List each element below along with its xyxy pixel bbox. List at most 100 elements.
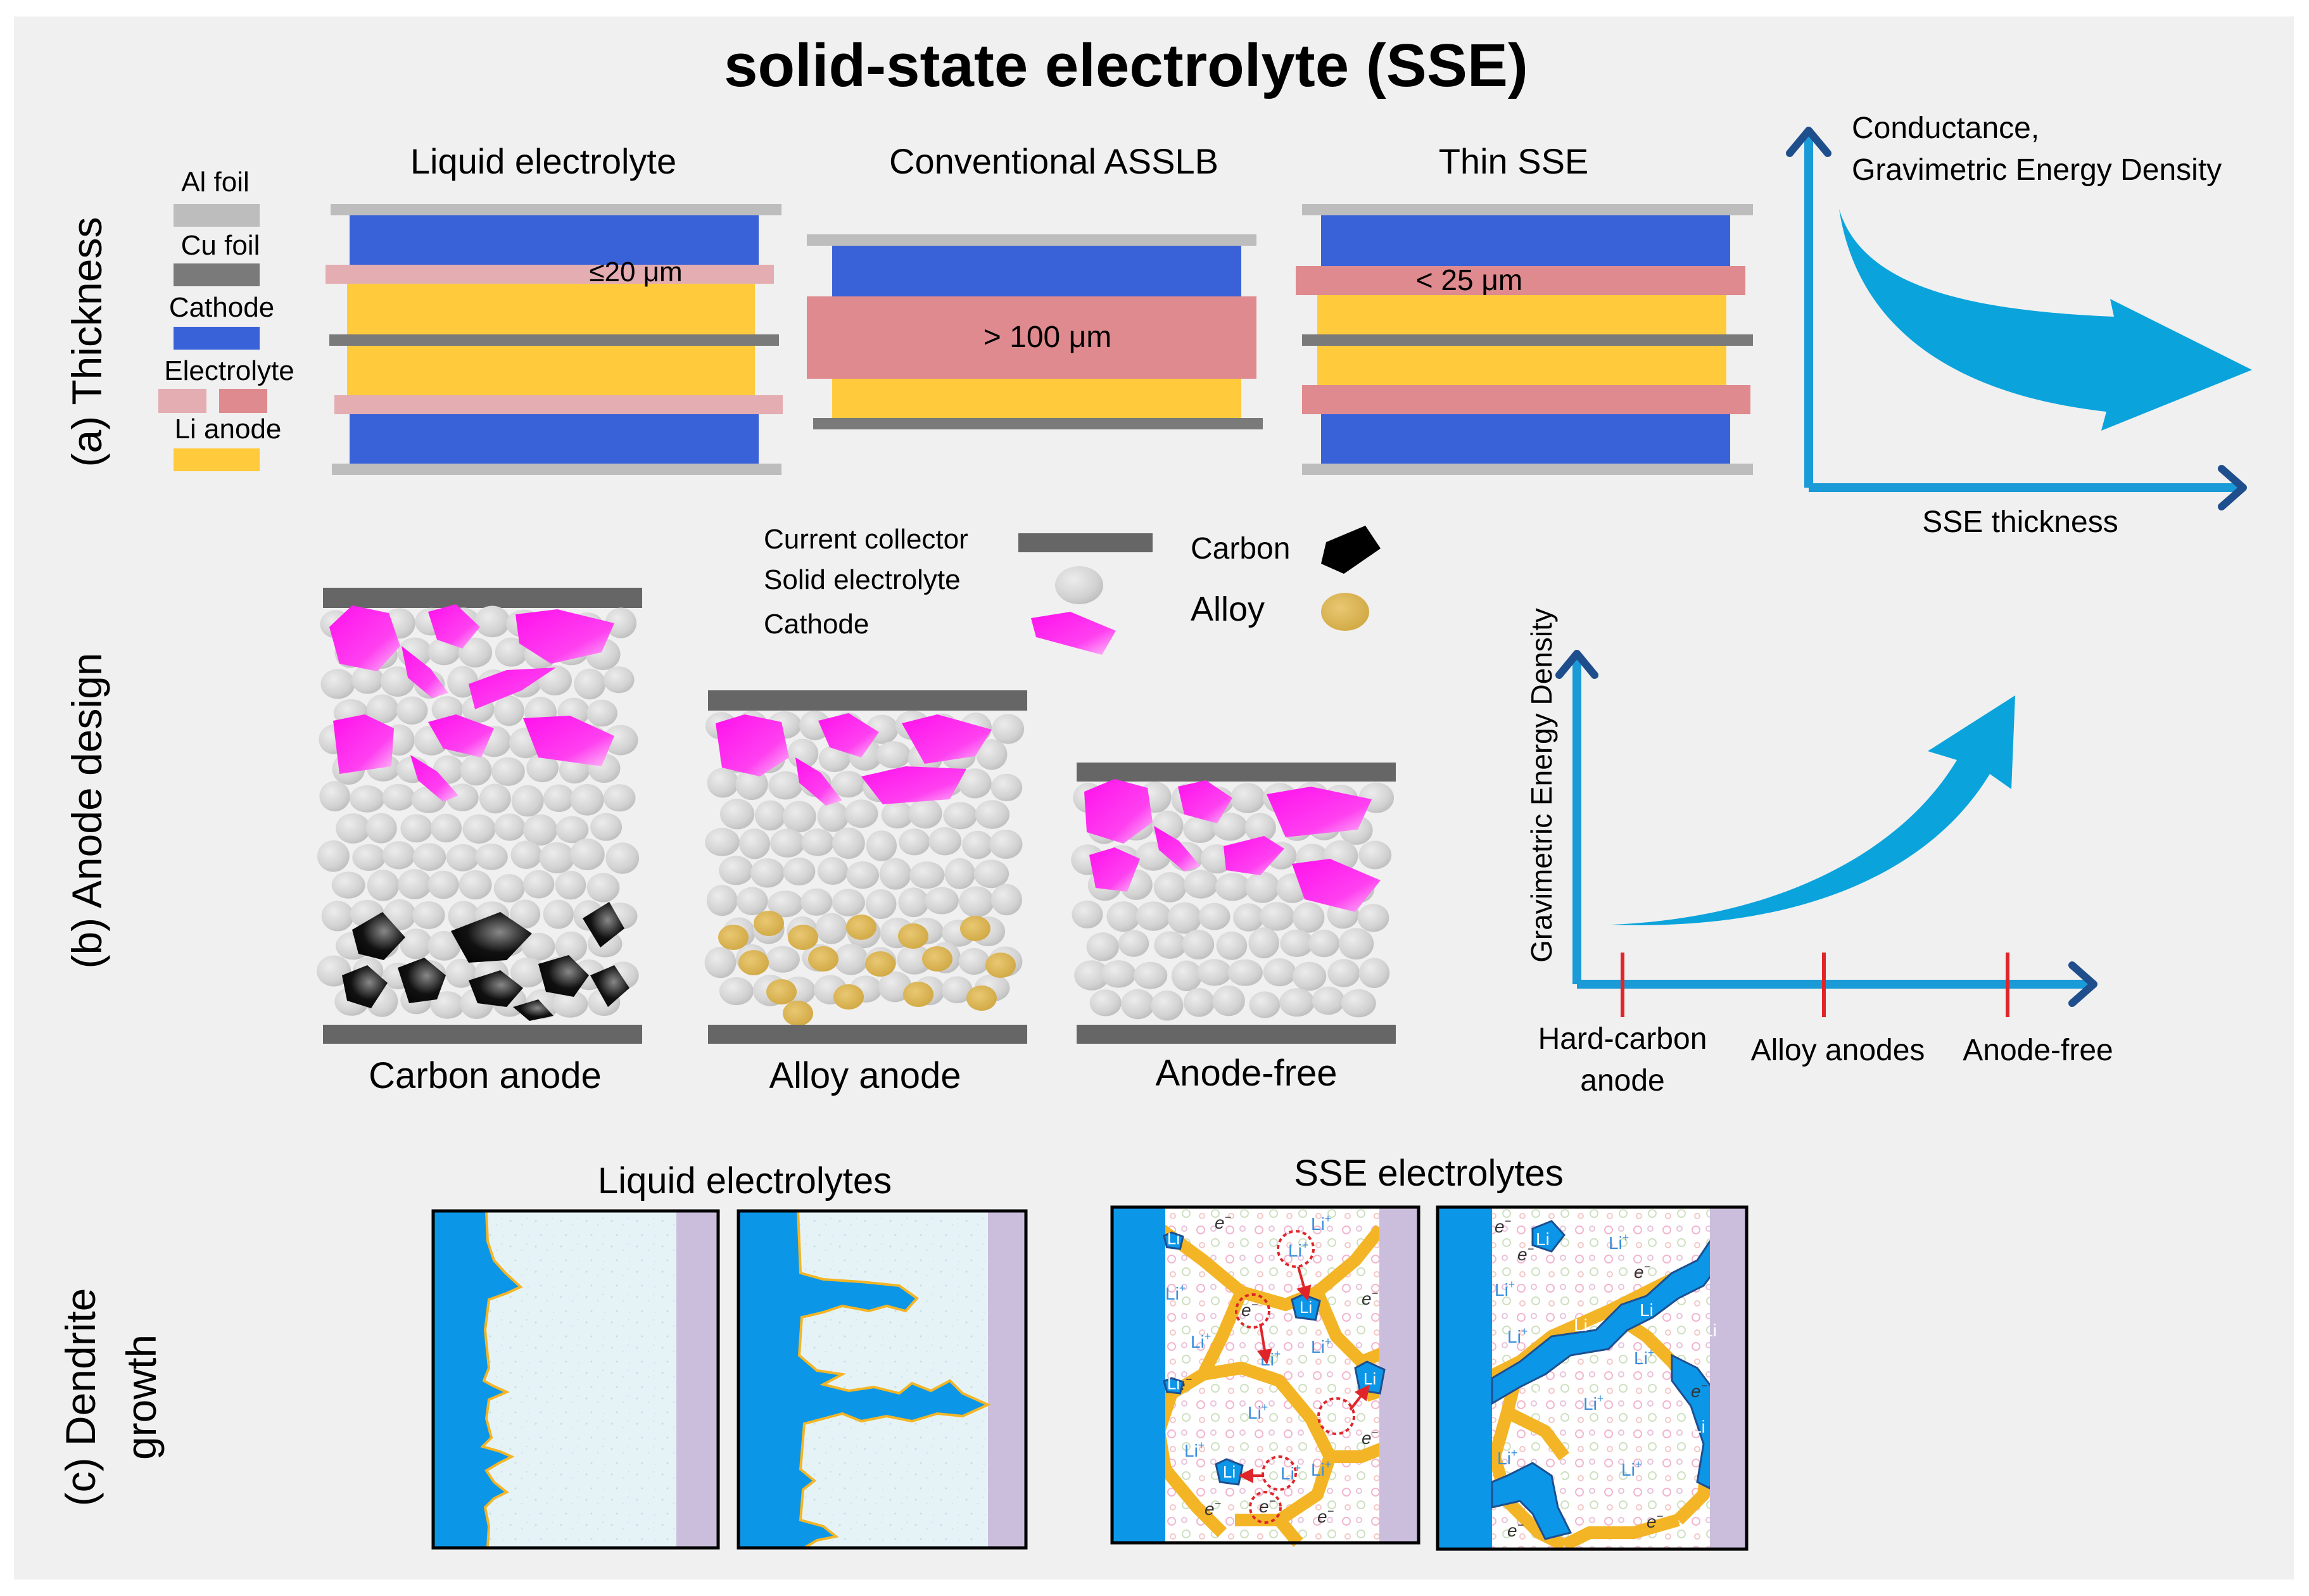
x-axis-arrowhead [2218, 465, 2247, 510]
cathode-particles [329, 604, 614, 802]
electrolyte-particle [460, 755, 492, 786]
lithium-metal-label: Li [1574, 1315, 1588, 1335]
legend-electrolyte-label: Electrolyte [164, 355, 294, 386]
lithium-ion-label: Li+ [1191, 1330, 1211, 1352]
ion-migration-arrows [1235, 1230, 1370, 1524]
alloy-particle [865, 951, 895, 977]
electrolyte-particle [990, 773, 1023, 802]
legend-li-anode-label: Li anode [175, 414, 282, 445]
electrolyte-particle [750, 858, 785, 888]
decreasing-trend-arrow [1839, 209, 2252, 431]
x-axis-arrowhead [2068, 961, 2097, 1007]
thickness-legend: Al foil Cu foil Cathode Electrolyte Li a… [158, 167, 294, 471]
alloy-particle [754, 911, 784, 936]
cell-anode-free: Anode-free [1071, 763, 1396, 1094]
electrolyte-particle [317, 955, 351, 987]
electrolyte-particle [510, 957, 546, 988]
cell-alloy-anode: Alloy anode [704, 690, 1027, 1096]
stack-liquid-electrolyte: Liquid electrolyte ≤20 μm [326, 141, 783, 475]
electrolyte-particle [331, 871, 365, 899]
electrolyte-particle [1133, 961, 1168, 989]
thickness-graph-ylabel-line2: Gravimetric Energy Density [1852, 153, 2222, 187]
electrolyte-particle [458, 637, 493, 668]
electrolyte-layer [326, 265, 774, 284]
electrolyte-particle [801, 828, 834, 856]
electrolyte-particle [493, 695, 524, 726]
alloy-particle [960, 916, 990, 941]
cathode-particle [818, 713, 879, 757]
al-foil-layer [332, 464, 781, 475]
stack-conventional-asslb: Conventional ASSLB > 100 μm [807, 141, 1263, 429]
legend-al-foil-swatch [174, 204, 260, 227]
electrolyte-particle [962, 830, 993, 859]
electrolyte-particle [1327, 959, 1360, 987]
electrolyte-particle [605, 607, 637, 638]
electrolyte-particle [1151, 990, 1184, 1021]
electrolyte-particle [959, 886, 994, 918]
electrolyte-particle [1260, 902, 1294, 931]
electrolyte-particle [352, 844, 386, 871]
cathode-particle [1084, 779, 1153, 844]
electrolyte-particle [1183, 816, 1217, 843]
electrolyte-particle [521, 932, 555, 961]
electrolyte-particle [555, 870, 586, 900]
electrolyte-particle [1244, 813, 1276, 842]
anode-graph-ylabel: Gravimetric Energy Density [1525, 608, 1558, 963]
electrolyte-particle [1292, 961, 1327, 991]
legend-cathode-swatch [174, 327, 260, 350]
legend-cathode-label: Cathode [169, 292, 274, 323]
stack-liquid-electrolyte-annotation: ≤20 μm [589, 256, 682, 288]
electrolyte-particle [430, 991, 465, 1019]
electrolyte-particle [1154, 931, 1187, 959]
lithium-metal-label: Li [1363, 1369, 1376, 1388]
electrolyte-particle [321, 901, 354, 932]
cathode-particle [402, 646, 448, 698]
electrolyte-particle [817, 801, 849, 832]
electrolyte-particle [707, 768, 739, 798]
carbon-particle [513, 999, 554, 1021]
liquid-dendrite-panel-early [431, 1209, 720, 1550]
electrolyte-particle [555, 931, 587, 962]
lithium-nucleus [1163, 1377, 1184, 1395]
electrolyte-particle [865, 889, 897, 919]
section-c-label-line2: growth [118, 1334, 165, 1460]
electrolyte-particle [1072, 900, 1103, 928]
electrolyte-particle [586, 699, 617, 727]
legend-cu-foil-swatch [174, 263, 260, 286]
electrolyte-particle [603, 725, 638, 756]
electrolyte-particle [1248, 927, 1279, 959]
alloy-particle [903, 982, 933, 1007]
electrolyte-particle [1358, 840, 1392, 870]
lithium-metal [1112, 1207, 1165, 1543]
alloy-particle [985, 953, 1016, 978]
cathode-particle [795, 757, 842, 806]
cathode-particle [1224, 836, 1284, 875]
electrolyte-particle [1341, 989, 1376, 1018]
electrolyte-particle [350, 785, 385, 813]
electrolyte-particle [526, 753, 559, 783]
anode-graph: Gravimetric Energy Density Hard-carbon a… [1525, 608, 2113, 1098]
electrolyte-particle [552, 990, 588, 1018]
electrolyte-particle [382, 841, 415, 870]
stack-thin-sse: Thin SSE < 25 μm [1296, 141, 1753, 475]
electrolyte-particle [555, 816, 589, 844]
electrolyte-layer [807, 296, 1256, 379]
legend-alloy-label: Alloy [1191, 590, 1265, 628]
alloy-particle [766, 979, 797, 1004]
carbon-particle [590, 965, 629, 1007]
stack-conventional-asslb-title: Conventional ASSLB [889, 141, 1218, 181]
electrolyte-particle [574, 668, 606, 700]
electrolyte-particle [944, 858, 975, 889]
electrolyte-particle [958, 947, 990, 975]
legend-alloy-swatch [1321, 593, 1369, 631]
electrolyte-particle [427, 870, 459, 899]
electrolyte-particle [928, 827, 962, 856]
electrolyte-particle [475, 843, 508, 870]
electrolyte-particle [605, 842, 640, 874]
electrolyte-particle [1182, 929, 1215, 960]
electrolyte-particle [1215, 873, 1250, 901]
electrolyte-particle [474, 605, 510, 638]
electrolyte-particle [366, 694, 399, 724]
